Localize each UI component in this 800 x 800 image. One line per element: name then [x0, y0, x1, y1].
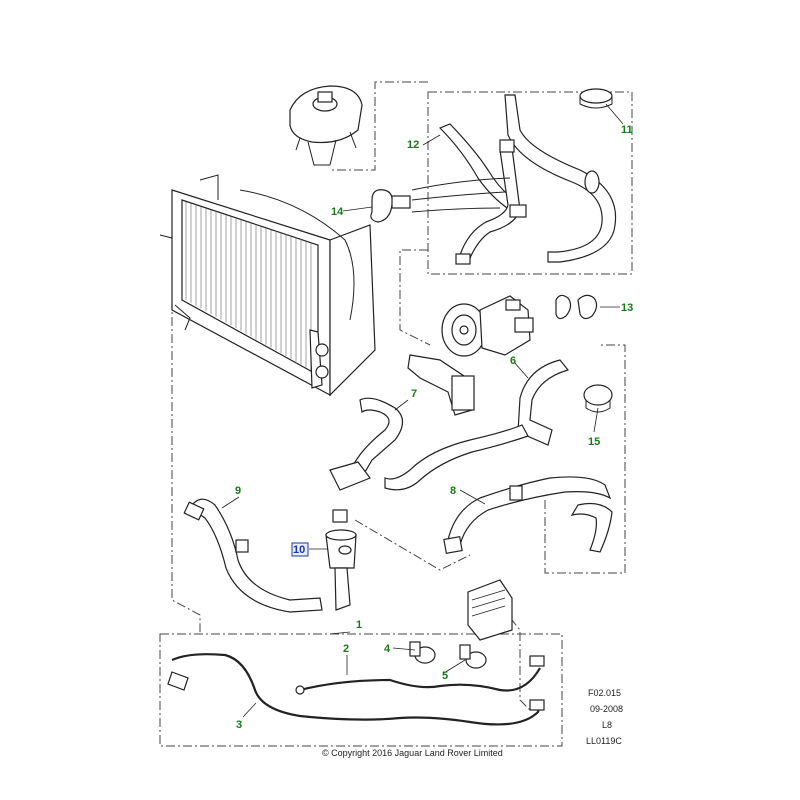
callout-14[interactable]: 14: [331, 206, 344, 218]
hose-clip-11: [579, 88, 613, 109]
detail-boxes: [159, 81, 633, 747]
copyright-notice: © Copyright 2016 Jaguar Land Rover Limit…: [322, 748, 503, 758]
thermostat-housing: [407, 354, 475, 416]
hose-clip-14: [370, 189, 411, 223]
figure-date: 09-2008: [590, 704, 623, 714]
callout-6[interactable]: 6: [510, 355, 516, 367]
hose-6: [517, 359, 570, 446]
radiator: [159, 174, 376, 397]
detail-box-hose-8: [544, 344, 626, 574]
coolant-bleed-fitting-10: [325, 509, 357, 611]
callout-5[interactable]: 5: [442, 670, 448, 682]
callout-1[interactable]: 1: [356, 619, 362, 631]
callout-10[interactable]: 10: [293, 544, 305, 556]
hose-connecting: [384, 424, 529, 491]
reference-block: F02.015 09-2008 L8 LL0119C: [586, 688, 623, 746]
callout-7[interactable]: 7: [411, 388, 417, 400]
callout-3[interactable]: 3: [236, 719, 242, 731]
pipe-grommets: [409, 641, 487, 669]
leader-lines: [221, 103, 624, 718]
callout-15[interactable]: 15: [588, 436, 600, 448]
water-pump: [441, 295, 534, 357]
detail-box-pipes: [159, 633, 563, 747]
heater-valve-module: [467, 579, 513, 641]
callout-9[interactable]: 9: [235, 485, 241, 497]
hose-7: [329, 397, 404, 491]
callout-4[interactable]: 4: [384, 643, 391, 655]
hose-clip-15: [583, 384, 613, 413]
figure-level: L8: [602, 720, 612, 730]
callout-12[interactable]: 12: [407, 139, 419, 151]
detail-box-upper-hoses: [427, 91, 633, 275]
hose-clip-13: [555, 294, 598, 320]
drawing-id: LL0119C: [586, 736, 622, 746]
hose-8: [443, 476, 613, 554]
upper-hose-assembly: [411, 94, 617, 265]
callout-10-highlight: [291, 542, 309, 557]
figure-code: F02.015: [588, 688, 621, 698]
callout-8[interactable]: 8: [450, 485, 456, 497]
callout-2[interactable]: 2: [343, 643, 349, 655]
callout-13[interactable]: 13: [621, 302, 633, 314]
callout-11[interactable]: 11: [621, 124, 633, 136]
coolant-pipes: [167, 653, 545, 726]
expansion-tank: [289, 85, 363, 166]
hose-9: [183, 498, 323, 613]
callout-labels: 1 2 3 4 5 6 7 8 9 10 11 12 13 14 15: [235, 124, 633, 731]
